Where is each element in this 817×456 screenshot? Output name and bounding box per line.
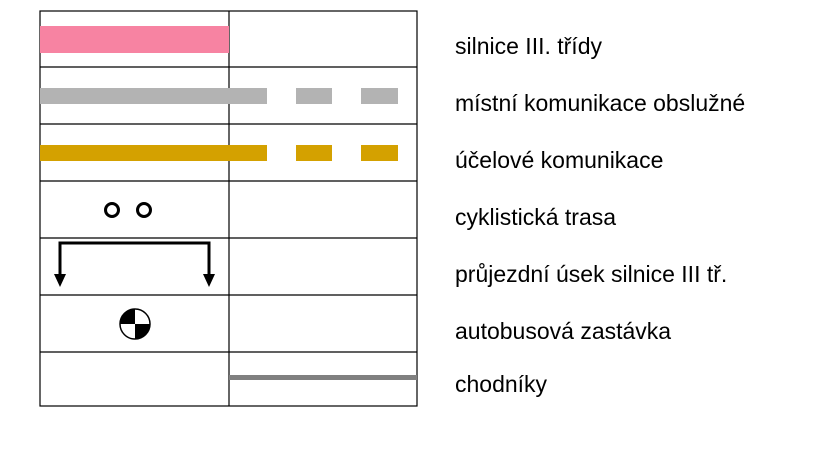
legend-label-sidewalks: chodníky bbox=[455, 371, 548, 397]
legend-label-bus-stop: autobusová zastávka bbox=[455, 318, 671, 344]
bus-stop-icon bbox=[119, 308, 151, 340]
sidewalk-line-symbol bbox=[229, 375, 417, 380]
legend-table-grid bbox=[39, 10, 418, 407]
gray-dashed-road-symbol bbox=[40, 88, 398, 104]
pink-road-symbol bbox=[40, 26, 229, 53]
cycle-route-circles-icon bbox=[104, 202, 152, 218]
legend-label-purpose-roads: účelové komunikace bbox=[455, 147, 663, 173]
legend-label-local-roads: místní komunikace obslužné bbox=[455, 90, 745, 116]
ochre-dashed-road-symbol bbox=[40, 145, 398, 161]
bracket-arrows-icon bbox=[54, 241, 215, 287]
legend-label-through-section: průjezdní úsek silnice III tř. bbox=[455, 261, 727, 287]
legend-label-cycle-route: cyklistická trasa bbox=[455, 204, 616, 230]
legend-label-road-class-3: silnice III. třídy bbox=[455, 33, 602, 59]
